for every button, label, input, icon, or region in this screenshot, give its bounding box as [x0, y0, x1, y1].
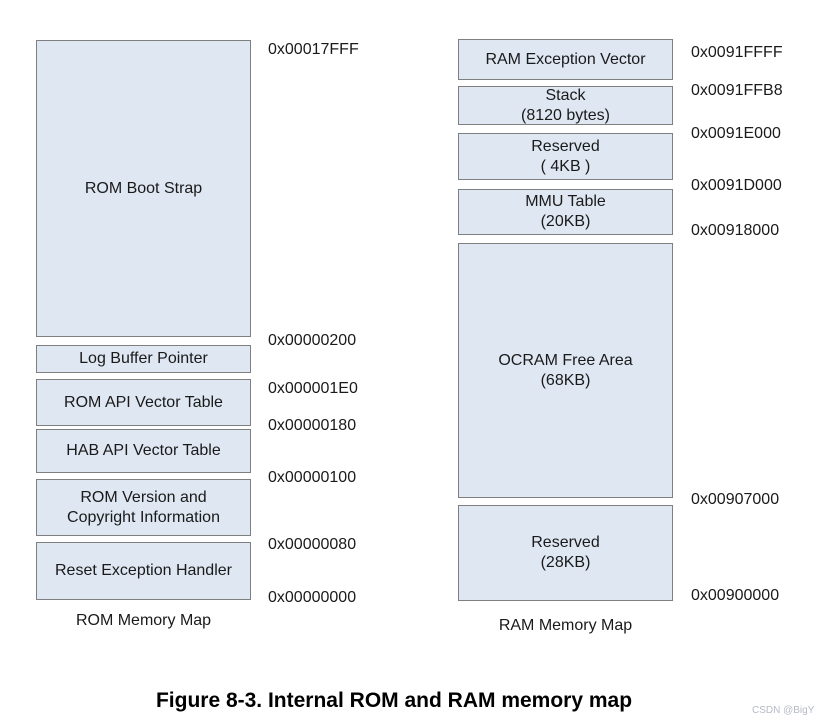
rom-address-0x00017FFF: 0x00017FFF [268, 41, 359, 58]
ram-block-ocram-free-area-label-line1: OCRAM Free Area [498, 351, 633, 369]
ram-block-ocram-free-area-label-line2: (68KB) [540, 371, 591, 389]
rom-address-0x00000200: 0x00000200 [268, 332, 357, 349]
ram-block-exception-vector-label: RAM Exception Vector [485, 50, 646, 68]
rom-address-0x00000180: 0x00000180 [268, 417, 357, 434]
ram-memory-map-caption: RAM Memory Map [498, 617, 633, 634]
ram-address-0x00918000: 0x00918000 [691, 222, 780, 239]
rom-block-hab-api-vector-table-label: HAB API Vector Table [66, 442, 221, 460]
rom-block-version-copyright: ROM Version and Copyright Information [36, 479, 251, 536]
rom-memory-map-caption: ROM Memory Map [75, 612, 212, 629]
rom-address-0x00000000: 0x00000000 [268, 589, 357, 606]
ram-block-stack-label-line1: Stack [545, 86, 586, 104]
ram-block-reserved-4kb-label-line1: Reserved [531, 137, 600, 155]
ram-block-ocram-free-area: OCRAM Free Area (68KB) [458, 243, 673, 498]
rom-address-0x000001E0: 0x000001E0 [268, 380, 358, 397]
figure-caption: Figure 8-3. Internal ROM and RAM memory … [155, 689, 633, 712]
ram-address-0x00900000: 0x00900000 [691, 587, 780, 604]
rom-block-version-copyright-label-line2: Copyright Information [67, 508, 220, 526]
ram-block-reserved-28kb: Reserved (28KB) [458, 505, 673, 601]
rom-block-reset-exception-handler-label: Reset Exception Handler [55, 562, 232, 580]
rom-block-rom-api-vector-table: ROM API Vector Table [36, 379, 251, 426]
rom-address-0x00000080: 0x00000080 [268, 536, 357, 553]
ram-block-reserved-28kb-label-line1: Reserved [531, 534, 600, 552]
ram-address-0x0091D000: 0x0091D000 [691, 177, 782, 194]
ram-block-reserved-4kb-label-line2: ( 4KB ) [540, 157, 591, 175]
rom-block-boot-strap-label: ROM Boot Strap [84, 179, 203, 197]
ram-block-stack-label-line2: (8120 bytes) [521, 106, 610, 124]
rom-block-version-copyright-label-line1: ROM Version and [80, 488, 207, 506]
rom-block-reset-exception-handler: Reset Exception Handler [36, 542, 251, 600]
watermark: CSDN @BigY [752, 705, 815, 716]
rom-block-rom-api-vector-table-label: ROM API Vector Table [64, 393, 223, 411]
ram-address-0x0091FFFF: 0x0091FFFF [691, 44, 783, 61]
rom-block-boot-strap: ROM Boot Strap [36, 40, 251, 337]
ram-block-mmu-table-label-line2: (20KB) [540, 213, 591, 230]
ram-address-0x0091E000: 0x0091E000 [691, 125, 781, 142]
ram-block-exception-vector: RAM Exception Vector [458, 39, 673, 80]
ram-block-mmu-table-label-line1: MMU Table [525, 193, 606, 211]
ram-block-reserved-4kb: Reserved ( 4KB ) [458, 133, 673, 180]
rom-address-0x00000100: 0x00000100 [268, 469, 357, 486]
ram-address-0x00907000: 0x00907000 [691, 491, 780, 508]
ram-address-0x0091FFB8: 0x0091FFB8 [691, 82, 783, 99]
ram-block-stack: Stack (8120 bytes) [458, 86, 673, 125]
rom-block-hab-api-vector-table: HAB API Vector Table [36, 429, 251, 473]
ram-block-reserved-28kb-label-line2: (28KB) [540, 554, 591, 571]
rom-block-log-buffer-pointer: Log Buffer Pointer [36, 345, 251, 373]
ram-block-mmu-table: MMU Table (20KB) [458, 189, 673, 235]
rom-block-log-buffer-pointer-label: Log Buffer Pointer [79, 350, 208, 368]
